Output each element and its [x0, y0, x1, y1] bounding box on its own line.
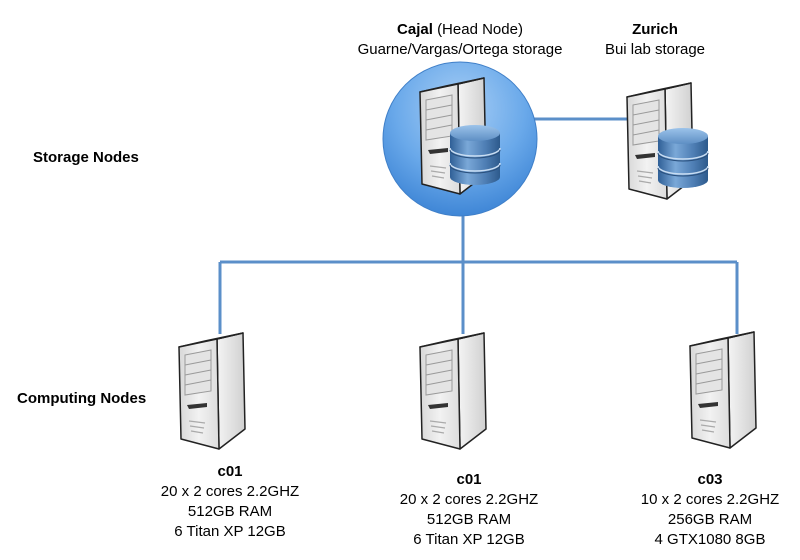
database-icon: [657, 127, 709, 189]
server-icon: [178, 332, 246, 450]
compute-node-gpu: 6 Titan XP 12GB: [174, 523, 286, 540]
compute-node-cpu: 20 x 2 cores 2.2GHZ: [399, 491, 539, 508]
compute-node-name: c03: [697, 471, 723, 488]
compute-node-caption: c01 20 x 2 cores 2.2GHZ 512GB RAM 6 Tita…: [369, 470, 569, 550]
compute-node-gpu: 4 GTX1080 8GB: [654, 531, 766, 548]
compute-node-ram: 256GB RAM: [667, 511, 753, 528]
head-node-name: Cajal: [397, 21, 433, 38]
compute-node-c03-icon[interactable]: [689, 331, 757, 449]
compute-node-gpu: 6 Titan XP 12GB: [413, 531, 525, 548]
zurich-node-caption: Zurich Bui lab storage: [595, 20, 715, 60]
head-node-title: Cajal (Head Node): [330, 20, 590, 40]
storage-nodes-label: Storage Nodes: [33, 149, 139, 166]
server-icon: [689, 331, 757, 449]
zurich-node-name: Zurich: [632, 21, 678, 38]
zurich-node-description: Bui lab storage: [604, 41, 706, 58]
head-node-description: Guarne/Vargas/Ortega storage: [357, 41, 563, 58]
compute-node-name: c01: [456, 471, 482, 488]
compute-node-cpu: 20 x 2 cores 2.2GHZ: [160, 483, 300, 500]
computing-nodes-label: Computing Nodes: [17, 390, 147, 407]
compute-node-ram: 512GB RAM: [426, 511, 512, 528]
zurich-node-icon[interactable]: [626, 82, 709, 200]
head-node-role: (Head Node): [437, 21, 523, 38]
server-icon: [419, 332, 487, 450]
compute-node-caption: c01 20 x 2 cores 2.2GHZ 512GB RAM 6 Tita…: [130, 462, 330, 542]
head-node-caption: Cajal (Head Node) Guarne/Vargas/Ortega s…: [330, 20, 590, 60]
compute-node-name: c01: [217, 463, 243, 480]
compute-node-caption: c03 10 x 2 cores 2.2GHZ 256GB RAM 4 GTX1…: [620, 470, 800, 550]
compute-node-c01-a-icon[interactable]: [178, 332, 246, 450]
compute-node-ram: 512GB RAM: [187, 503, 273, 520]
compute-node-c01-b-icon[interactable]: [419, 332, 487, 450]
database-icon: [449, 124, 501, 186]
compute-node-cpu: 10 x 2 cores 2.2GHZ: [640, 491, 780, 508]
